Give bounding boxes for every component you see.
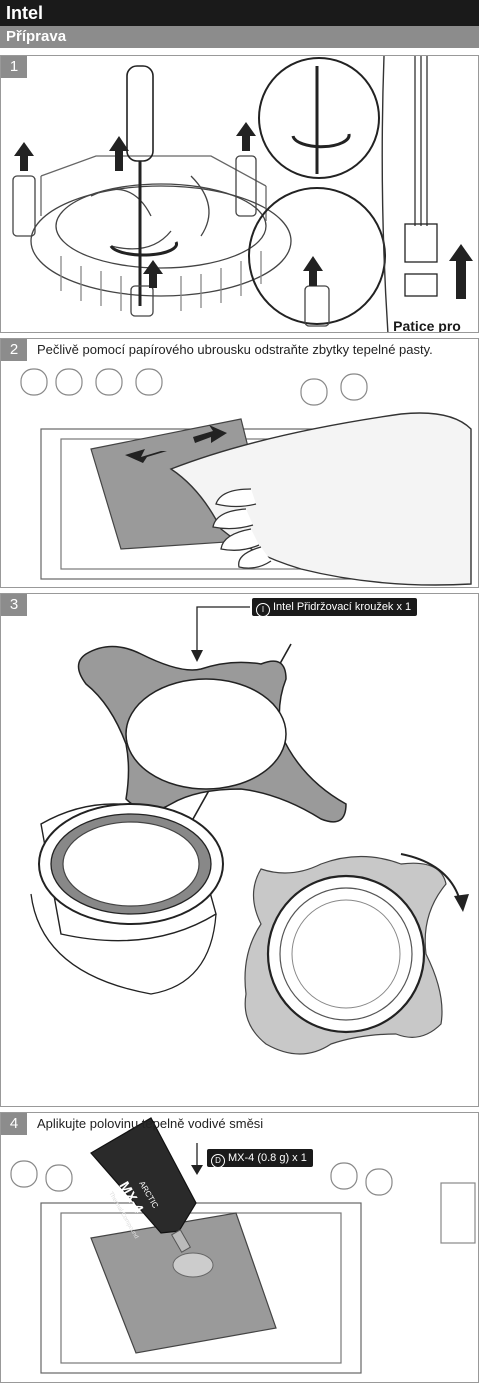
pump-block xyxy=(30,803,224,995)
paste-application-illustration: ARCTIC MX-4 Thermal Compound xyxy=(10,1117,476,1374)
cooler-removal-illustration xyxy=(12,56,473,332)
part-label-text: MX-4 (0.8 g) x 1 xyxy=(228,1152,307,1164)
step-4-number: 4 xyxy=(1,1113,27,1135)
step-4-caption: Aplikujte polovinu tepelně vodivé směsi xyxy=(37,1116,264,1131)
part-i-icon: I xyxy=(256,603,270,617)
paste-tube xyxy=(90,1117,197,1253)
step-1-number: 1 xyxy=(1,56,27,78)
step-2-number: 2 xyxy=(1,339,27,361)
step-4-panel: 4 Aplikujte polovinu tepelně vodivé směs… xyxy=(0,1112,479,1383)
step-1-panel: 1 xyxy=(0,55,479,333)
step-2-caption: Pečlivě pomocí papírového ubrousku odstr… xyxy=(37,342,433,357)
section-header: Příprava xyxy=(0,26,479,48)
cpu-ihs xyxy=(90,1212,277,1354)
mounted-assembly xyxy=(244,855,447,1055)
fan-header-label: Patice pro větrák CPU na základní desce xyxy=(393,318,461,333)
step-2-panel: 2 Pečlivě pomocí papírového ubrousku ods… xyxy=(0,338,479,588)
part-d-icon: D xyxy=(211,1154,225,1168)
paste-cleaning-illustration xyxy=(20,368,472,586)
retention-ring-illustration xyxy=(30,606,469,1055)
brand-header: Intel xyxy=(0,0,479,26)
retention-ring xyxy=(77,645,347,823)
part-label-text: Intel Přidržovací kroužek x 1 xyxy=(273,601,412,613)
paste-drop xyxy=(172,1252,214,1278)
step-3-number: 3 xyxy=(1,594,27,616)
